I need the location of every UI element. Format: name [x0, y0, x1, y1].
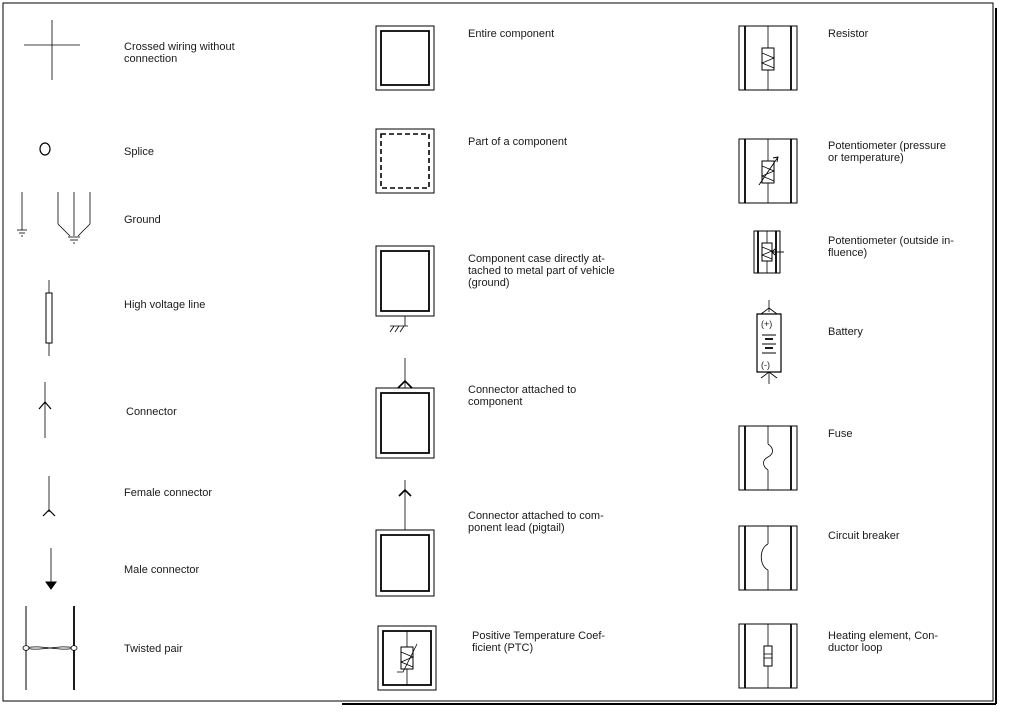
part-of-component-icon	[374, 127, 438, 197]
part-of-component-label: Part of a component	[468, 136, 568, 148]
circuit-breaker-label: Circuit breaker	[828, 530, 900, 542]
female-connector-icon	[38, 476, 62, 522]
potentiometer-pressure-icon	[737, 137, 801, 207]
potentiometer-outside-label: Potentiometer (outside in- fluence)	[828, 235, 954, 259]
connector-attached-component-label: Connector attached to component	[468, 384, 577, 408]
battery-label: Battery	[828, 326, 863, 338]
connector-attached-pigtail-label: Connector attached to com- ponent lead (…	[468, 510, 604, 534]
connector-attached-component-icon	[374, 358, 438, 462]
battery-icon	[748, 300, 792, 386]
ground-label: Ground	[124, 214, 161, 226]
ptc-label: Positive Temperature Coef- ficient (PTC)	[472, 630, 606, 654]
battery-minus-mark: (-)	[761, 360, 770, 370]
circuit-breaker-icon	[737, 524, 801, 594]
fuse-icon	[737, 424, 801, 494]
crossed-wiring-label: Crossed wiring without connection	[124, 41, 235, 65]
potentiometer-pressure-label: Potentiometer (pressure or temperature)	[828, 140, 946, 164]
ground-icon	[12, 190, 102, 250]
resistor-icon	[737, 24, 801, 94]
connector-label: Connector	[126, 406, 177, 418]
potentiometer-outside-icon	[748, 227, 788, 279]
entire-component-icon	[374, 24, 438, 94]
entire-component-label: Entire component	[468, 28, 555, 40]
fuse-label: Fuse	[828, 428, 853, 440]
male-connector-icon	[40, 548, 64, 594]
crossed-wiring-icon	[22, 20, 82, 80]
resistor-label: Resistor	[828, 28, 869, 40]
twisted-pair-icon	[20, 606, 86, 692]
heating-element-icon	[737, 622, 801, 692]
ptc-icon	[376, 624, 440, 694]
heating-element-label: Heating element, Con- ductor loop	[828, 630, 939, 654]
connector-icon	[34, 382, 58, 440]
component-case-ground-icon	[374, 244, 438, 340]
component-case-ground-label: Component case directly at- tached to me…	[468, 253, 615, 289]
splice-label: Splice	[124, 146, 154, 158]
female-connector-label: Female connector	[124, 487, 213, 499]
battery-plus-mark: (+)	[761, 319, 773, 329]
twisted-pair-label: Twisted pair	[124, 643, 183, 655]
high-voltage-line-icon	[40, 280, 60, 356]
connector-attached-pigtail-icon	[374, 480, 438, 596]
male-connector-label: Male connector	[124, 564, 200, 576]
splice-icon	[34, 138, 58, 162]
high-voltage-line-label: High voltage line	[124, 299, 206, 311]
